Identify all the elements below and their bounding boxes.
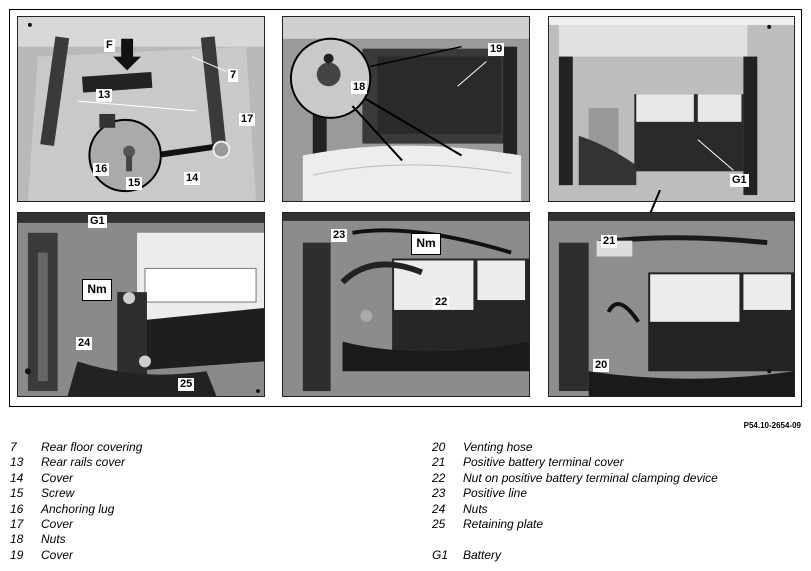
callout-15: 15 [126,177,143,190]
photo-panel-5: 23 Nm 22 [282,212,530,397]
connector-line [649,190,661,214]
photo-panel-6: 21 20 [548,212,795,397]
callout-25: 25 [178,378,195,391]
callout-23: 23 [331,229,348,242]
photo-panel-1: F 7 13 17 16 15 14 [17,16,265,202]
photo-panel-3: G1 [548,16,795,202]
callout-G1: G1 [730,174,749,187]
callout-7: 7 [228,69,239,82]
callout-18: 18 [351,81,368,94]
callout-F: F [104,39,115,52]
callout-24: 24 [76,337,93,350]
callout-22: 22 [433,296,450,309]
callout-16: 16 [93,163,110,176]
callout-21: 21 [601,235,618,248]
callout-20: 20 [593,359,610,372]
callout-13: 13 [96,89,113,102]
callout-14: 14 [184,172,201,185]
figure-id: P54.10-2654-09 [743,421,801,430]
callout-19: 19 [488,43,505,56]
callout-17: 17 [239,113,256,126]
callout-G1: G1 [88,215,107,228]
photo-panel-4: G1 Nm 24 25 [17,212,265,397]
torque-nm-symbol: Nm [82,279,112,301]
torque-nm-symbol: Nm [411,233,441,255]
photo-panel-2: 19 18 [282,16,530,202]
